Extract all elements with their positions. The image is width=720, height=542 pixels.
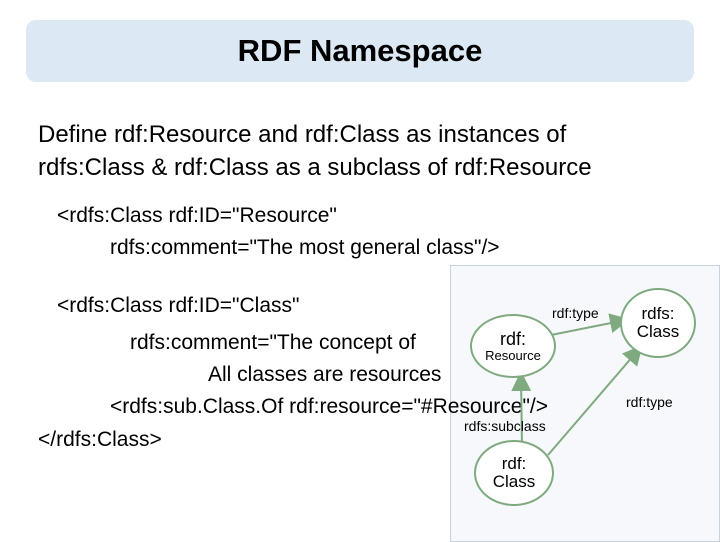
- node-rdfs-class-line2: Class: [636, 322, 680, 341]
- edge-label-subclass: rdfs:subclass: [464, 418, 546, 434]
- code-block2-line5: </rdfs:Class>: [38, 428, 162, 451]
- node-rdf-resource: rdf: Resource: [470, 314, 556, 378]
- edge-label-type-right: rdf:type: [626, 394, 673, 410]
- code-block2-line2: rdfs:comment="The concept of: [130, 331, 416, 354]
- title-banner: RDF Namespace: [26, 20, 694, 82]
- code-block2-line3: All classes are resources: [208, 363, 442, 386]
- edge-label-type-top: rdf:type: [552, 305, 599, 321]
- code-block2-line1: <rdfs:Class rdf:ID="Class": [57, 294, 300, 317]
- node-rdf-class: rdf: Class: [474, 440, 554, 506]
- code-block2-line4: <rdfs:sub.Class.Of rdf:resource="#Resour…: [110, 395, 549, 418]
- code-block1-line2: rdfs:comment="The most general class"/>: [110, 236, 500, 259]
- edge-class-to-resource: [511, 371, 532, 449]
- page-title: RDF Namespace: [237, 33, 483, 68]
- node-rdfs-class-line1: rdfs:: [641, 304, 675, 324]
- edge-class-to-rdfs-class: [547, 344, 643, 456]
- node-rdf-resource-line2: Resource: [485, 347, 541, 363]
- node-rdf-class-line1: rdf:: [501, 454, 527, 474]
- node-rdf-resource-line1: rdf:: [499, 328, 526, 349]
- code-block1-line1: <rdfs:Class rdf:ID="Resource": [57, 204, 337, 227]
- intro-text: Define rdf:Resource and rdf:Class as ins…: [38, 118, 698, 184]
- intro-line-1: Define rdf:Resource and rdf:Class as ins…: [38, 121, 567, 148]
- node-rdfs-class: rdfs: Class: [620, 288, 696, 358]
- intro-line-2: rdfs:Class & rdf:Class as a subclass of …: [38, 154, 592, 181]
- node-rdf-class-line2: Class: [492, 472, 536, 491]
